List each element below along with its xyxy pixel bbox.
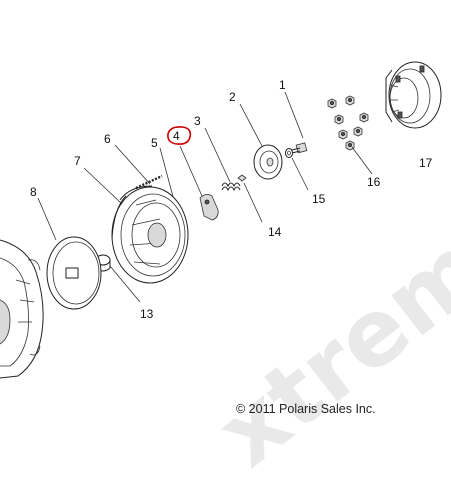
part-14-pin	[237, 174, 263, 223]
part-4-pawl	[179, 145, 219, 221]
part-8-disc	[37, 197, 102, 310]
callout-16: 16	[367, 175, 381, 189]
callout-8: 8	[30, 185, 37, 199]
callout-2: 2	[229, 90, 236, 104]
callout-6: 6	[104, 132, 111, 146]
callout-15: 15	[312, 192, 326, 206]
callout-1: 1	[279, 78, 286, 92]
part-15-washer	[285, 148, 309, 191]
part-7-pulley	[83, 167, 189, 284]
part-2-plate	[239, 103, 283, 180]
part-6-rope	[114, 144, 163, 190]
highlight-circle	[167, 126, 192, 145]
callout-4: 4	[173, 129, 180, 143]
part-3-spring	[204, 127, 241, 192]
callout-13: 13	[140, 307, 154, 321]
callout-17: 17	[419, 156, 433, 170]
callout-14: 14	[268, 225, 282, 239]
engine-housing	[0, 239, 44, 379]
part-17-housing	[385, 61, 442, 129]
callout-5: 5	[151, 136, 158, 150]
part-1-bolt	[284, 91, 308, 154]
part-16-bolts	[327, 95, 373, 175]
callout-numbers: 1 2 3 4 5 6 7 8 13 14 15 16 17	[30, 78, 433, 321]
copyright-text: © 2011 Polaris Sales Inc.	[236, 402, 376, 416]
callout-3: 3	[194, 114, 201, 128]
watermark-text: xtreme	[198, 176, 451, 481]
callout-7: 7	[74, 154, 81, 168]
watermark: xtreme	[198, 176, 451, 481]
